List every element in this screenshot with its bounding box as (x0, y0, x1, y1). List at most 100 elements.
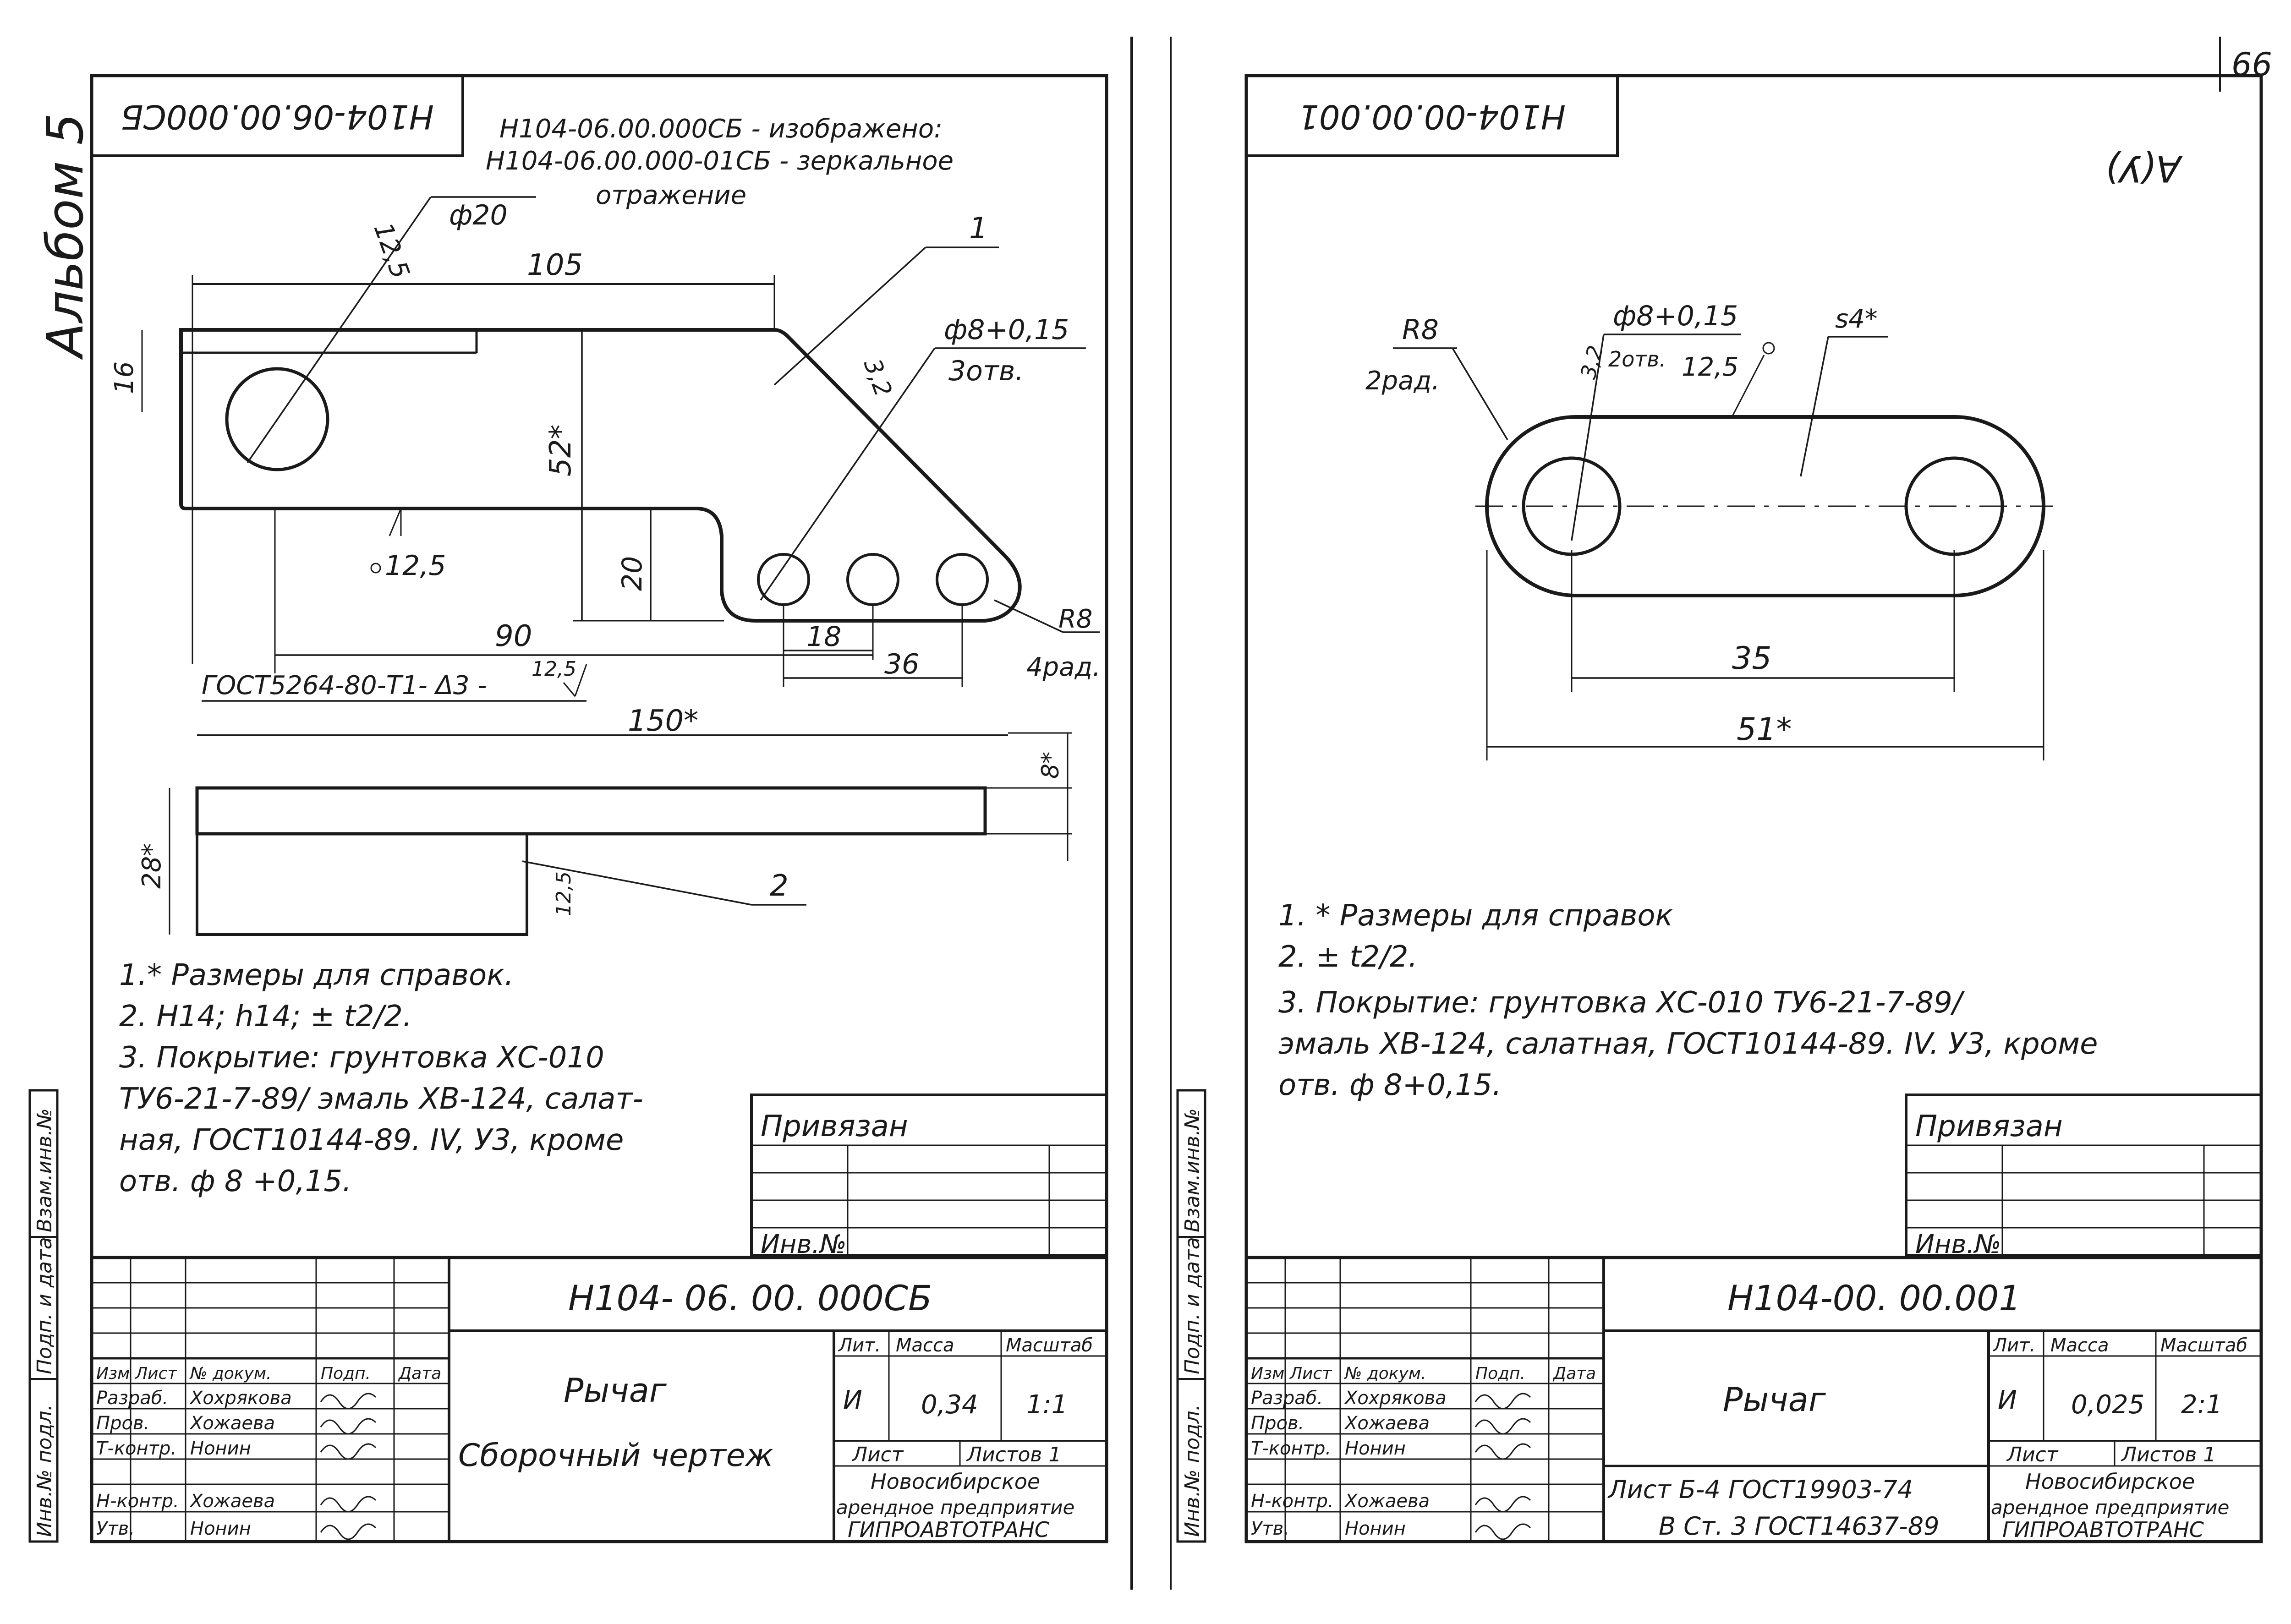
left-tb-org2: арендное предприятие (836, 1496, 1074, 1519)
left-note-2: 2. Н14; h14; ± t2/2. (119, 1000, 412, 1033)
dim-12-5-top: 12,5 (367, 219, 415, 282)
dim-36: 36 (884, 648, 919, 680)
left-tb-hdr-data: Дата (398, 1364, 441, 1383)
left-side-podp-data: Подп. и дата (33, 1237, 56, 1374)
right-sheet: Н104-00.00.001 А(У) (1244, 74, 2263, 1543)
signature-r3 (1474, 1443, 1531, 1460)
left-note-3: 3. Покрытие: грунтовка ХС-010 (119, 1041, 604, 1075)
side-plate-bottom (196, 832, 528, 936)
signature-r2 (1474, 1418, 1531, 1435)
signature-5 (320, 1523, 377, 1540)
right-tb-hdr-podp: Подп. (1475, 1364, 1525, 1383)
left-tb-massa-val: 0,34 (921, 1390, 978, 1420)
dim-105: 105 (527, 248, 583, 282)
right-tb-person-2: Нонин (1345, 1438, 1406, 1459)
left-tb-code: Н104- 06. 00. 000СБ (568, 1278, 932, 1318)
right-tb-masshtab: Масштаб (2160, 1335, 2247, 1356)
position-1: 1 (969, 212, 988, 246)
right-side-strip: Инв.№ подл. Подп. и дата Взам.инв.№ (1176, 1089, 1206, 1543)
left-dimensions: 105 ф20 12,5 1 ф8+0,15 3отв. 3,2 16 52* … (110, 196, 1101, 702)
right-note-3: 3. Покрытие: грунтовка ХС-010 ТУ6-21-7-8… (1278, 986, 1965, 1020)
left-tb-masshtab-val: 1:1 (1026, 1390, 1068, 1420)
signature-2 (320, 1418, 377, 1435)
left-tb-lit: Лит. (838, 1335, 881, 1356)
right-roughness: 12,5 (1682, 352, 1739, 382)
right-tb-org3: ГИПРОАВТОТРАНС (2002, 1517, 2204, 1542)
roughness-12-5-side: 12,5 (552, 871, 575, 916)
right-tb-person-5: Нонин (1345, 1518, 1406, 1539)
right-side-podp-data: Подп. и дата (1181, 1237, 1204, 1374)
left-privyazan-box: Привязан Инв.№ (750, 1094, 1108, 1259)
left-side-strip: Инв.№ подл. Подп. и дата Взам.инв.№ (28, 1089, 59, 1543)
dim-phi20: ф20 (449, 199, 508, 231)
left-inv-no: Инв.№ (761, 1230, 847, 1259)
left-lever-plan (179, 328, 1022, 623)
left-tb-name: Рычаг (564, 1371, 667, 1410)
weld-roughness: 12,5 (532, 657, 576, 681)
right-tb-person-0: Хохрякова (1344, 1388, 1447, 1409)
right-tb-role-0: Разраб. (1251, 1388, 1323, 1409)
right-tb-material2: В Ст. 3 ГОСТ14637-89 (1659, 1512, 1939, 1541)
right-corner-mark: А(У) (2105, 147, 2183, 190)
dim-52: 52* (544, 425, 578, 476)
right-tb-massa: Масса (2050, 1335, 2109, 1356)
left-tb-lit-val: И (843, 1385, 862, 1415)
left-tb-org1: Новосибирское (871, 1469, 1040, 1494)
left-side-inv-podl: Инв.№ подл. (33, 1404, 56, 1537)
signature-1 (320, 1393, 377, 1410)
right-frame (1244, 74, 2263, 1543)
left-desc-line1: Н104-06.00.000СБ - изображено: (499, 114, 943, 144)
left-tb-doc-type: Сборочный чертеж (458, 1438, 773, 1474)
right-tb-lit-val: И (1998, 1385, 2017, 1415)
right-tb-hdr-list: Лист (1289, 1364, 1332, 1383)
right-tb-lit: Лит. (1992, 1335, 2035, 1356)
left-note-1: 1.* Размеры для справок. (119, 958, 514, 992)
left-stamp-code: Н104-06.00.000СБ (121, 98, 434, 136)
left-tb-role-0: Разраб. (96, 1388, 168, 1409)
right-note-4: эмаль ХВ-124, салатная, ГОСТ10144-89. IV… (1278, 1027, 2098, 1061)
right-dimensions: R8 2рад. ф8+0,15 2отв. 3,2 12,5 s4* 35 5… (1365, 300, 2044, 760)
dim-16: 16 (110, 361, 139, 394)
left-tb-hdr-podp: Подп. (321, 1364, 371, 1383)
left-tb-person-1: Хожаева (189, 1413, 275, 1434)
right-tb-role-2: Т-контр. (1251, 1438, 1331, 1459)
left-tb-hdr-izm: Изм (96, 1364, 130, 1383)
right-dim-2otv: 2отв. (1608, 347, 1666, 372)
signature-4 (320, 1496, 377, 1513)
right-note-5: отв. ф 8+0,15. (1278, 1068, 1502, 1102)
left-tb-role-4: Н-контр. (96, 1491, 179, 1512)
page-number: 66 (2231, 46, 2272, 83)
dim-8: 8* (1037, 752, 1064, 779)
left-title-block: Изм Лист № докум. Подп. Дата Разраб. Про… (90, 1256, 1108, 1543)
left-frame (90, 74, 1108, 1543)
dim-18: 18 (806, 621, 841, 653)
right-tb-material1: Лист Б-4 ГОСТ19903-74 (1607, 1475, 1913, 1504)
right-tb-code: Н104-00. 00.001 (1727, 1278, 2021, 1318)
left-tb-role-5: Утв. (96, 1518, 135, 1539)
right-tb-list: Лист (2006, 1443, 2059, 1466)
right-stamp-code: Н104-00.00.001 (1298, 98, 1566, 136)
left-note-4: ТУ6-21-7-89/ эмаль ХВ-124, салат- (119, 1082, 643, 1116)
weld-gost: ГОСТ5264-80-Т1- Δ3 - (202, 671, 487, 700)
right-link-part (1475, 415, 2053, 597)
left-desc-line2: Н104-06.00.000-01СБ - зеркальное (486, 146, 954, 176)
dim-3-2: 3,2 (858, 355, 897, 400)
right-tb-massa-val: 0,025 (2071, 1390, 2144, 1420)
right-dim-35: 35 (1732, 640, 1772, 677)
signature-3 (320, 1443, 377, 1460)
left-tb-role-1: Пров. (96, 1413, 149, 1434)
left-privyazan: Привязан (761, 1110, 908, 1143)
left-sheet: Н104-06.00.000СБ Альбом 5 Н104-06.00.000… (36, 74, 1108, 1543)
right-stamp-box (1245, 74, 1619, 157)
right-tb-hdr-izm: Изм (1251, 1364, 1284, 1383)
signature-r1 (1474, 1393, 1531, 1410)
right-note-1: 1. * Размеры для справок (1278, 899, 1673, 933)
left-hole-2 (846, 553, 899, 606)
left-tb-person-0: Хохрякова (189, 1388, 292, 1409)
left-tb-org3: ГИПРОАВТОТРАНС (848, 1517, 1049, 1542)
right-tb-person-1: Хожаева (1344, 1413, 1430, 1434)
right-title-block: Изм Лист № докум. Подп. Дата Разраб. Про… (1244, 1256, 2263, 1543)
left-hole-3 (936, 553, 989, 606)
roughness-12-5: 12,5 (385, 550, 446, 582)
